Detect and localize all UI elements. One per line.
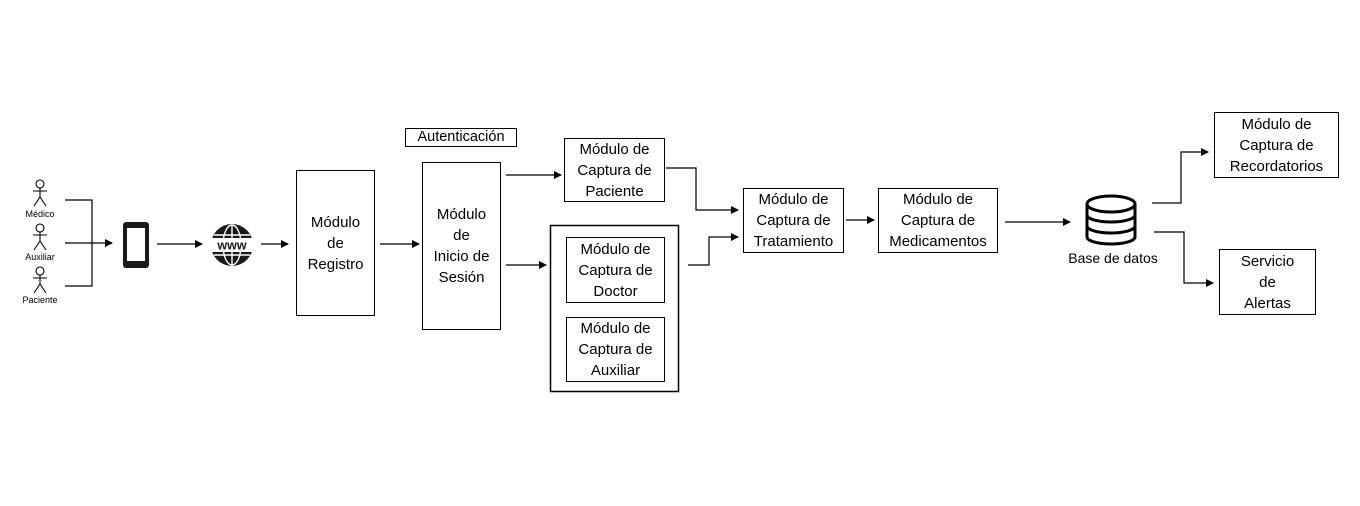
arrow-db-to-alertas <box>1154 231 1214 287</box>
medicamentos-module-label: Módulo de Captura de Medicamentos <box>889 191 987 250</box>
staff-modules-container <box>549 224 680 393</box>
registro-module-label: Módulo de Registro <box>307 213 364 273</box>
recordatorios-module-label: Módulo de Captura de Recordatorios <box>1229 115 1324 175</box>
auxiliar-module-label: Módulo de Captura de Auxiliar <box>578 320 653 379</box>
medicamentos-module: Módulo de Captura de Medicamentos <box>878 188 998 253</box>
alertas-service-label: Servicio de Alertas <box>1240 252 1295 312</box>
doctor-module: Módulo de Captura de Doctor <box>566 237 665 303</box>
doctor-module-label: Módulo de Captura de Doctor <box>578 240 653 300</box>
alertas-service: Servicio de Alertas <box>1219 249 1316 315</box>
arrow-staff-to-tratamiento <box>688 233 739 266</box>
paciente-module: Módulo de Captura de Paciente <box>564 138 665 202</box>
arrow-paciente-to-tratamiento <box>666 167 739 214</box>
smartphone-icon <box>123 222 149 268</box>
svg-text:www: www <box>216 239 246 253</box>
actor-label-medico: Médico <box>25 209 55 219</box>
actor-label-paciente: Paciente <box>22 295 58 305</box>
registro-module: Módulo de Registro <box>296 170 375 316</box>
paciente-module-label: Módulo de Captura de Paciente <box>577 140 652 200</box>
tratamiento-module: Módulo de Captura de Tratamiento <box>743 188 844 253</box>
www-globe-icon: www <box>206 224 258 266</box>
arrow-db-to-recordatorios <box>1152 148 1209 204</box>
actor-auxiliar-icon <box>33 223 47 251</box>
tratamiento-module-label: Módulo de Captura de Tratamiento <box>753 191 834 250</box>
database-icon <box>1085 194 1137 246</box>
actor-label-auxiliar: Auxiliar <box>25 252 55 262</box>
auxiliar-module: Módulo de Captura de Auxiliar <box>566 317 665 382</box>
autenticacion-label-box: Autenticación <box>405 128 517 147</box>
inicio-sesion-module-label: Módulo de Inicio de Sesión <box>433 206 490 286</box>
inicio-sesion-module: Módulo de Inicio de Sesión <box>422 162 501 330</box>
database-label: Base de datos <box>1068 250 1158 266</box>
autenticacion-label: Autenticación <box>417 129 505 145</box>
actor-medico-icon <box>33 179 47 207</box>
recordatorios-module: Módulo de Captura de Recordatorios <box>1214 112 1339 178</box>
actor-paciente-icon <box>33 266 47 294</box>
